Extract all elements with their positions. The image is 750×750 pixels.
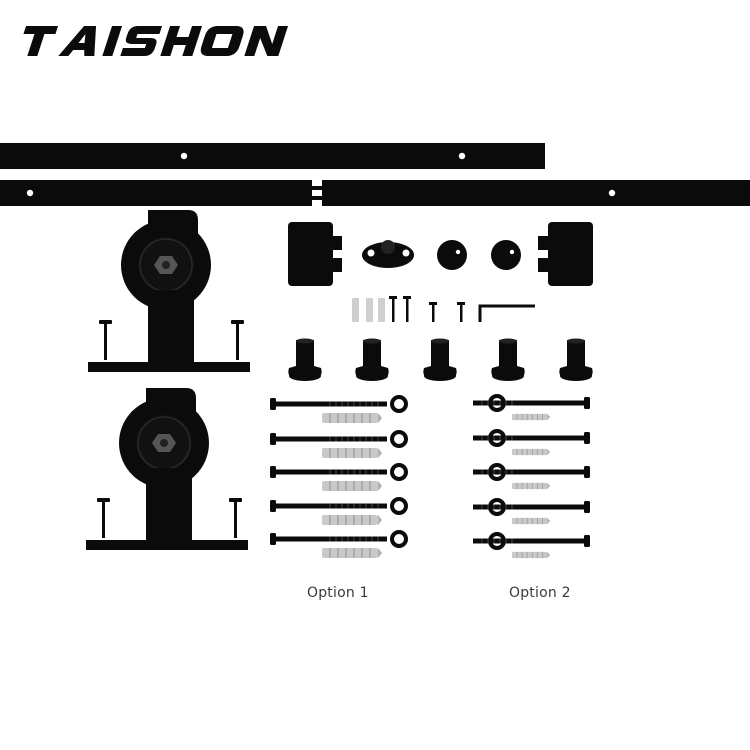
track-rail-upper bbox=[0, 143, 545, 169]
floor-guide bbox=[362, 240, 414, 268]
door-stopper-left bbox=[288, 222, 342, 286]
option-2-kit bbox=[472, 394, 590, 559]
trolley-roller-bottom bbox=[86, 388, 249, 551]
track-rail-lower-left bbox=[0, 180, 305, 206]
option-2-label: Option 2 bbox=[509, 585, 571, 601]
option-1-kit bbox=[270, 395, 408, 559]
spacer-nut bbox=[355, 338, 389, 381]
anti-jump-disk-left bbox=[437, 240, 467, 270]
spacer-nut bbox=[288, 338, 322, 381]
small-screws bbox=[352, 296, 465, 322]
door-stopper-right bbox=[538, 222, 593, 286]
track-rail-lower-right bbox=[330, 180, 750, 206]
allen-key-icon bbox=[478, 304, 535, 322]
anti-jump-disk-right bbox=[491, 240, 521, 270]
spacer-nut bbox=[423, 338, 457, 381]
rail-connector-icon bbox=[305, 180, 330, 206]
trolley-roller-top bbox=[88, 210, 251, 373]
spacer-nut bbox=[491, 338, 525, 381]
option-1-label: Option 1 bbox=[307, 585, 369, 601]
spacer-nut bbox=[559, 338, 593, 381]
brand-logo bbox=[23, 26, 289, 56]
